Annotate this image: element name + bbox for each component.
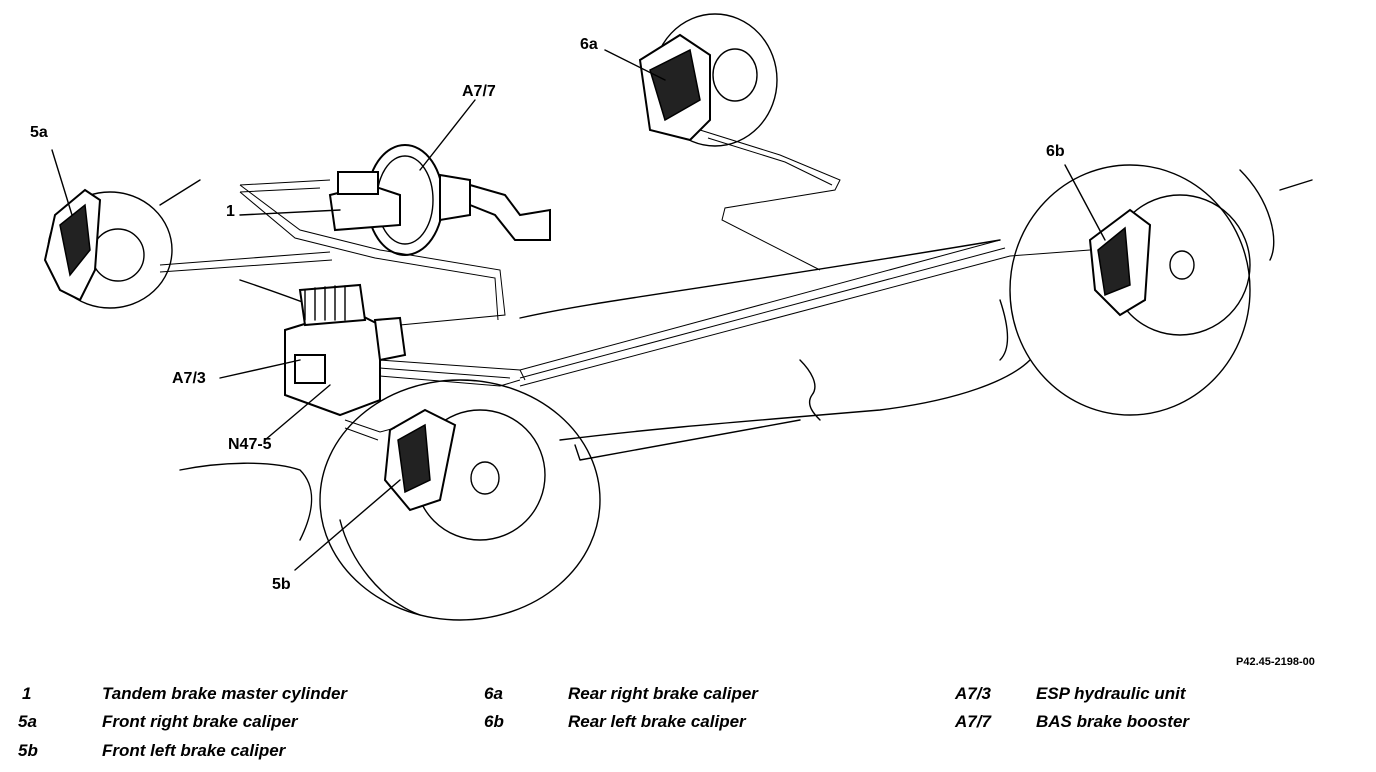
brake-lines	[159, 129, 1091, 441]
callout-1: 1	[226, 203, 235, 220]
esp-hydraulic-unit-shape	[284, 283, 407, 417]
brake-booster-shape	[366, 144, 551, 256]
callout-6a: 6a	[580, 36, 598, 53]
legend-code: 6a	[484, 684, 503, 703]
callout-5b: 5b	[272, 576, 291, 593]
reference-code: P42.45-2198-00	[1236, 656, 1315, 668]
legend-description: ESP hydraulic unit	[1036, 684, 1186, 703]
callout-a7-7: A7/7	[462, 83, 496, 100]
master-cylinder-shape	[328, 171, 401, 232]
legend-description: BAS brake booster	[1036, 712, 1190, 731]
callout-n47-5: N47-5	[228, 436, 272, 453]
legend-description: Rear left brake caliper	[568, 712, 746, 731]
caliper-6a-shape	[638, 33, 711, 142]
legend-code: 5a	[18, 712, 37, 731]
callout-6b: 6b	[1046, 143, 1065, 160]
legend-code: 1	[22, 684, 32, 703]
legend-code: A7/7	[955, 712, 991, 731]
callout-5a: 5a	[30, 124, 48, 141]
leader-lines	[51, 49, 1106, 571]
legend-code: 5b	[18, 741, 38, 760]
brake-system-diagram	[43, 13, 1313, 621]
legend-description: Rear right brake caliper	[568, 684, 758, 703]
legend-description: Tandem brake master cylinder	[102, 684, 348, 703]
caliper-5b-shape	[383, 408, 457, 512]
caliper-5a-shape	[43, 188, 102, 302]
legend-description: Front right brake caliper	[102, 712, 298, 731]
caliper-6b-shape	[1088, 208, 1152, 317]
legend-description: Front left brake caliper	[102, 741, 286, 760]
front-left-wheel	[319, 379, 601, 621]
vehicle-body-outline	[179, 169, 1313, 541]
callout-a7-3: A7/3	[172, 370, 206, 387]
legend-code: A7/3	[955, 684, 991, 703]
legend-code: 6b	[484, 712, 504, 731]
